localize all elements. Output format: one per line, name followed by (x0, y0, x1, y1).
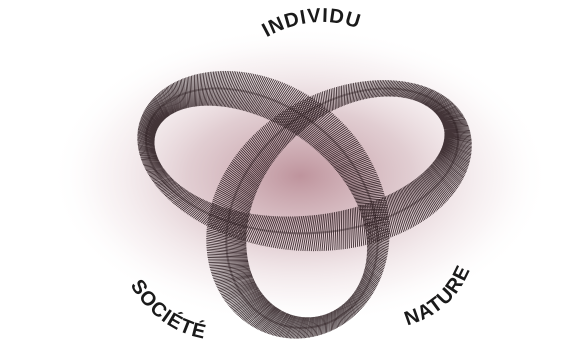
background-glow (50, 26, 550, 326)
